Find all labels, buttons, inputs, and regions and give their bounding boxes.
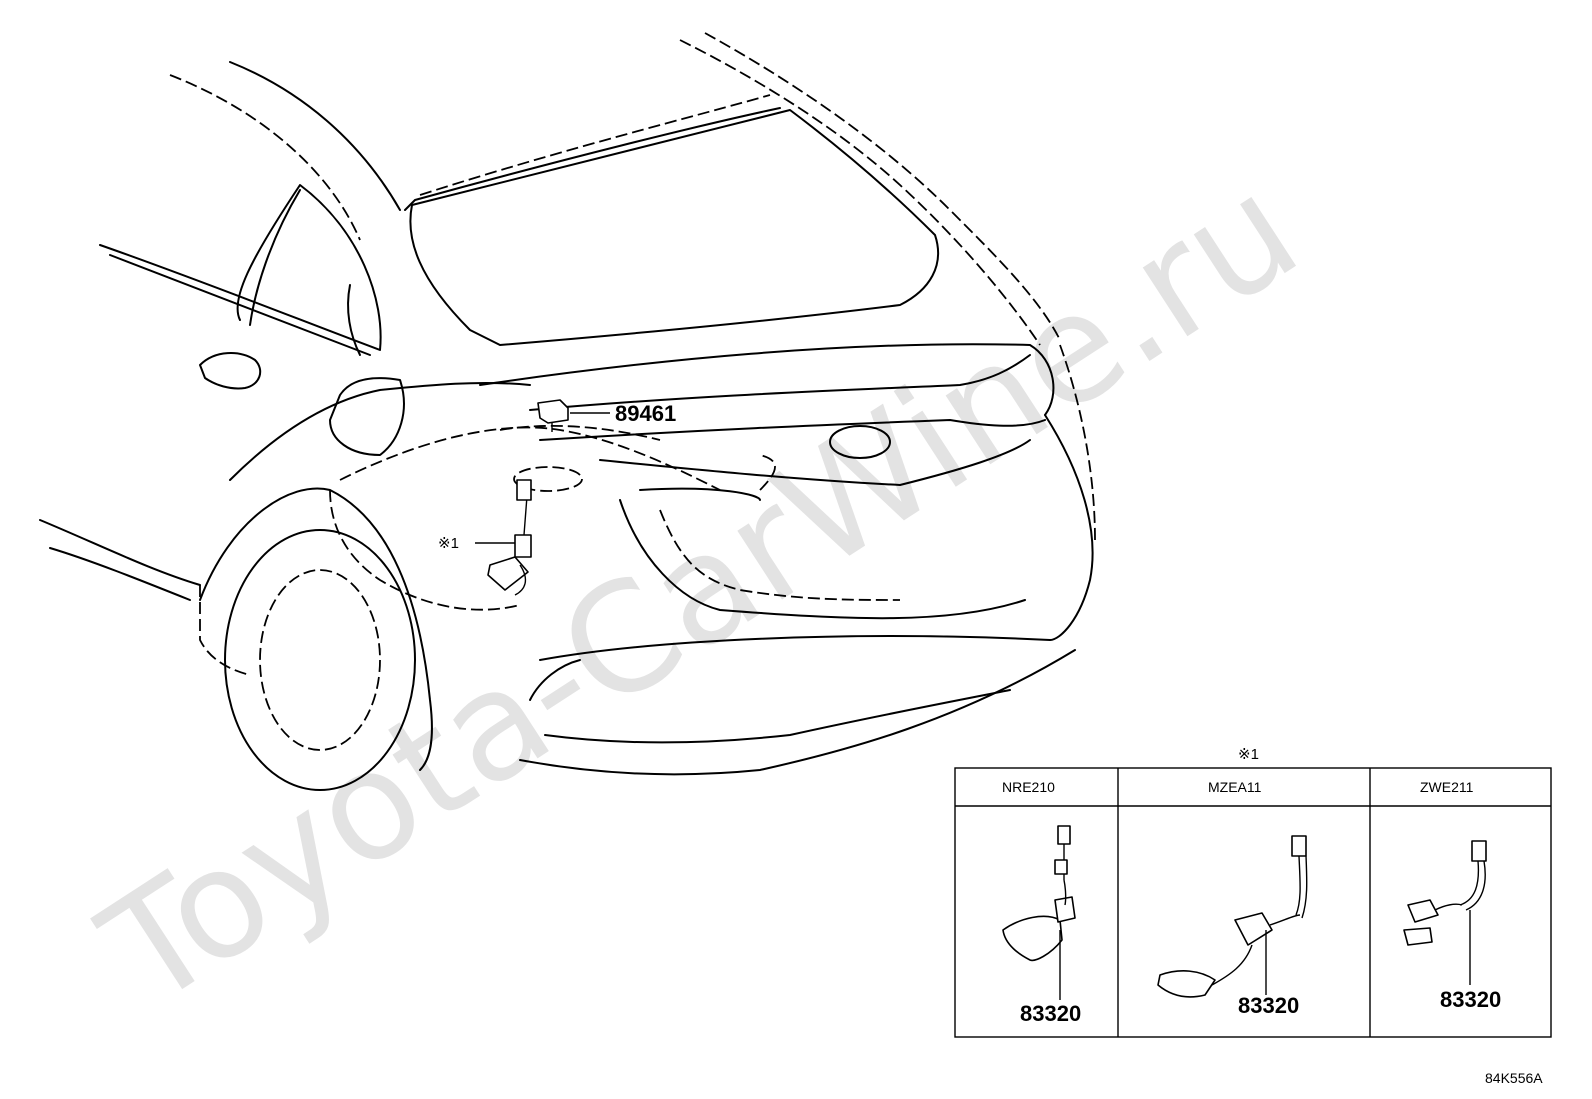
hidden-outlines [169, 32, 1096, 676]
harness-assembly [475, 479, 532, 596]
inset-col-2-part: 83320 [1238, 993, 1299, 1018]
inset-col-3-model: ZWE211 [1420, 779, 1474, 795]
sensor-89461 [537, 399, 610, 432]
inset-col-2-model: MZEA11 [1208, 779, 1262, 795]
inset-col-1-model: NRE210 [1002, 779, 1055, 795]
figure-code: 84K556A [1485, 1070, 1543, 1086]
inset-table [954, 767, 1552, 1038]
part-drawing-nre210 [1002, 825, 1076, 1000]
part-drawing-zwe211 [1403, 840, 1487, 985]
car-body [39, 61, 1094, 791]
callout-89461: 89461 [615, 401, 676, 426]
inset-col-3-part: 83320 [1440, 987, 1501, 1012]
callout-note-ref: ※1 [438, 535, 459, 552]
inset-ref-mark: ※1 [1238, 746, 1259, 763]
part-drawing-mzea11 [1157, 835, 1308, 998]
inset-col-1-part: 83320 [1020, 1001, 1081, 1026]
